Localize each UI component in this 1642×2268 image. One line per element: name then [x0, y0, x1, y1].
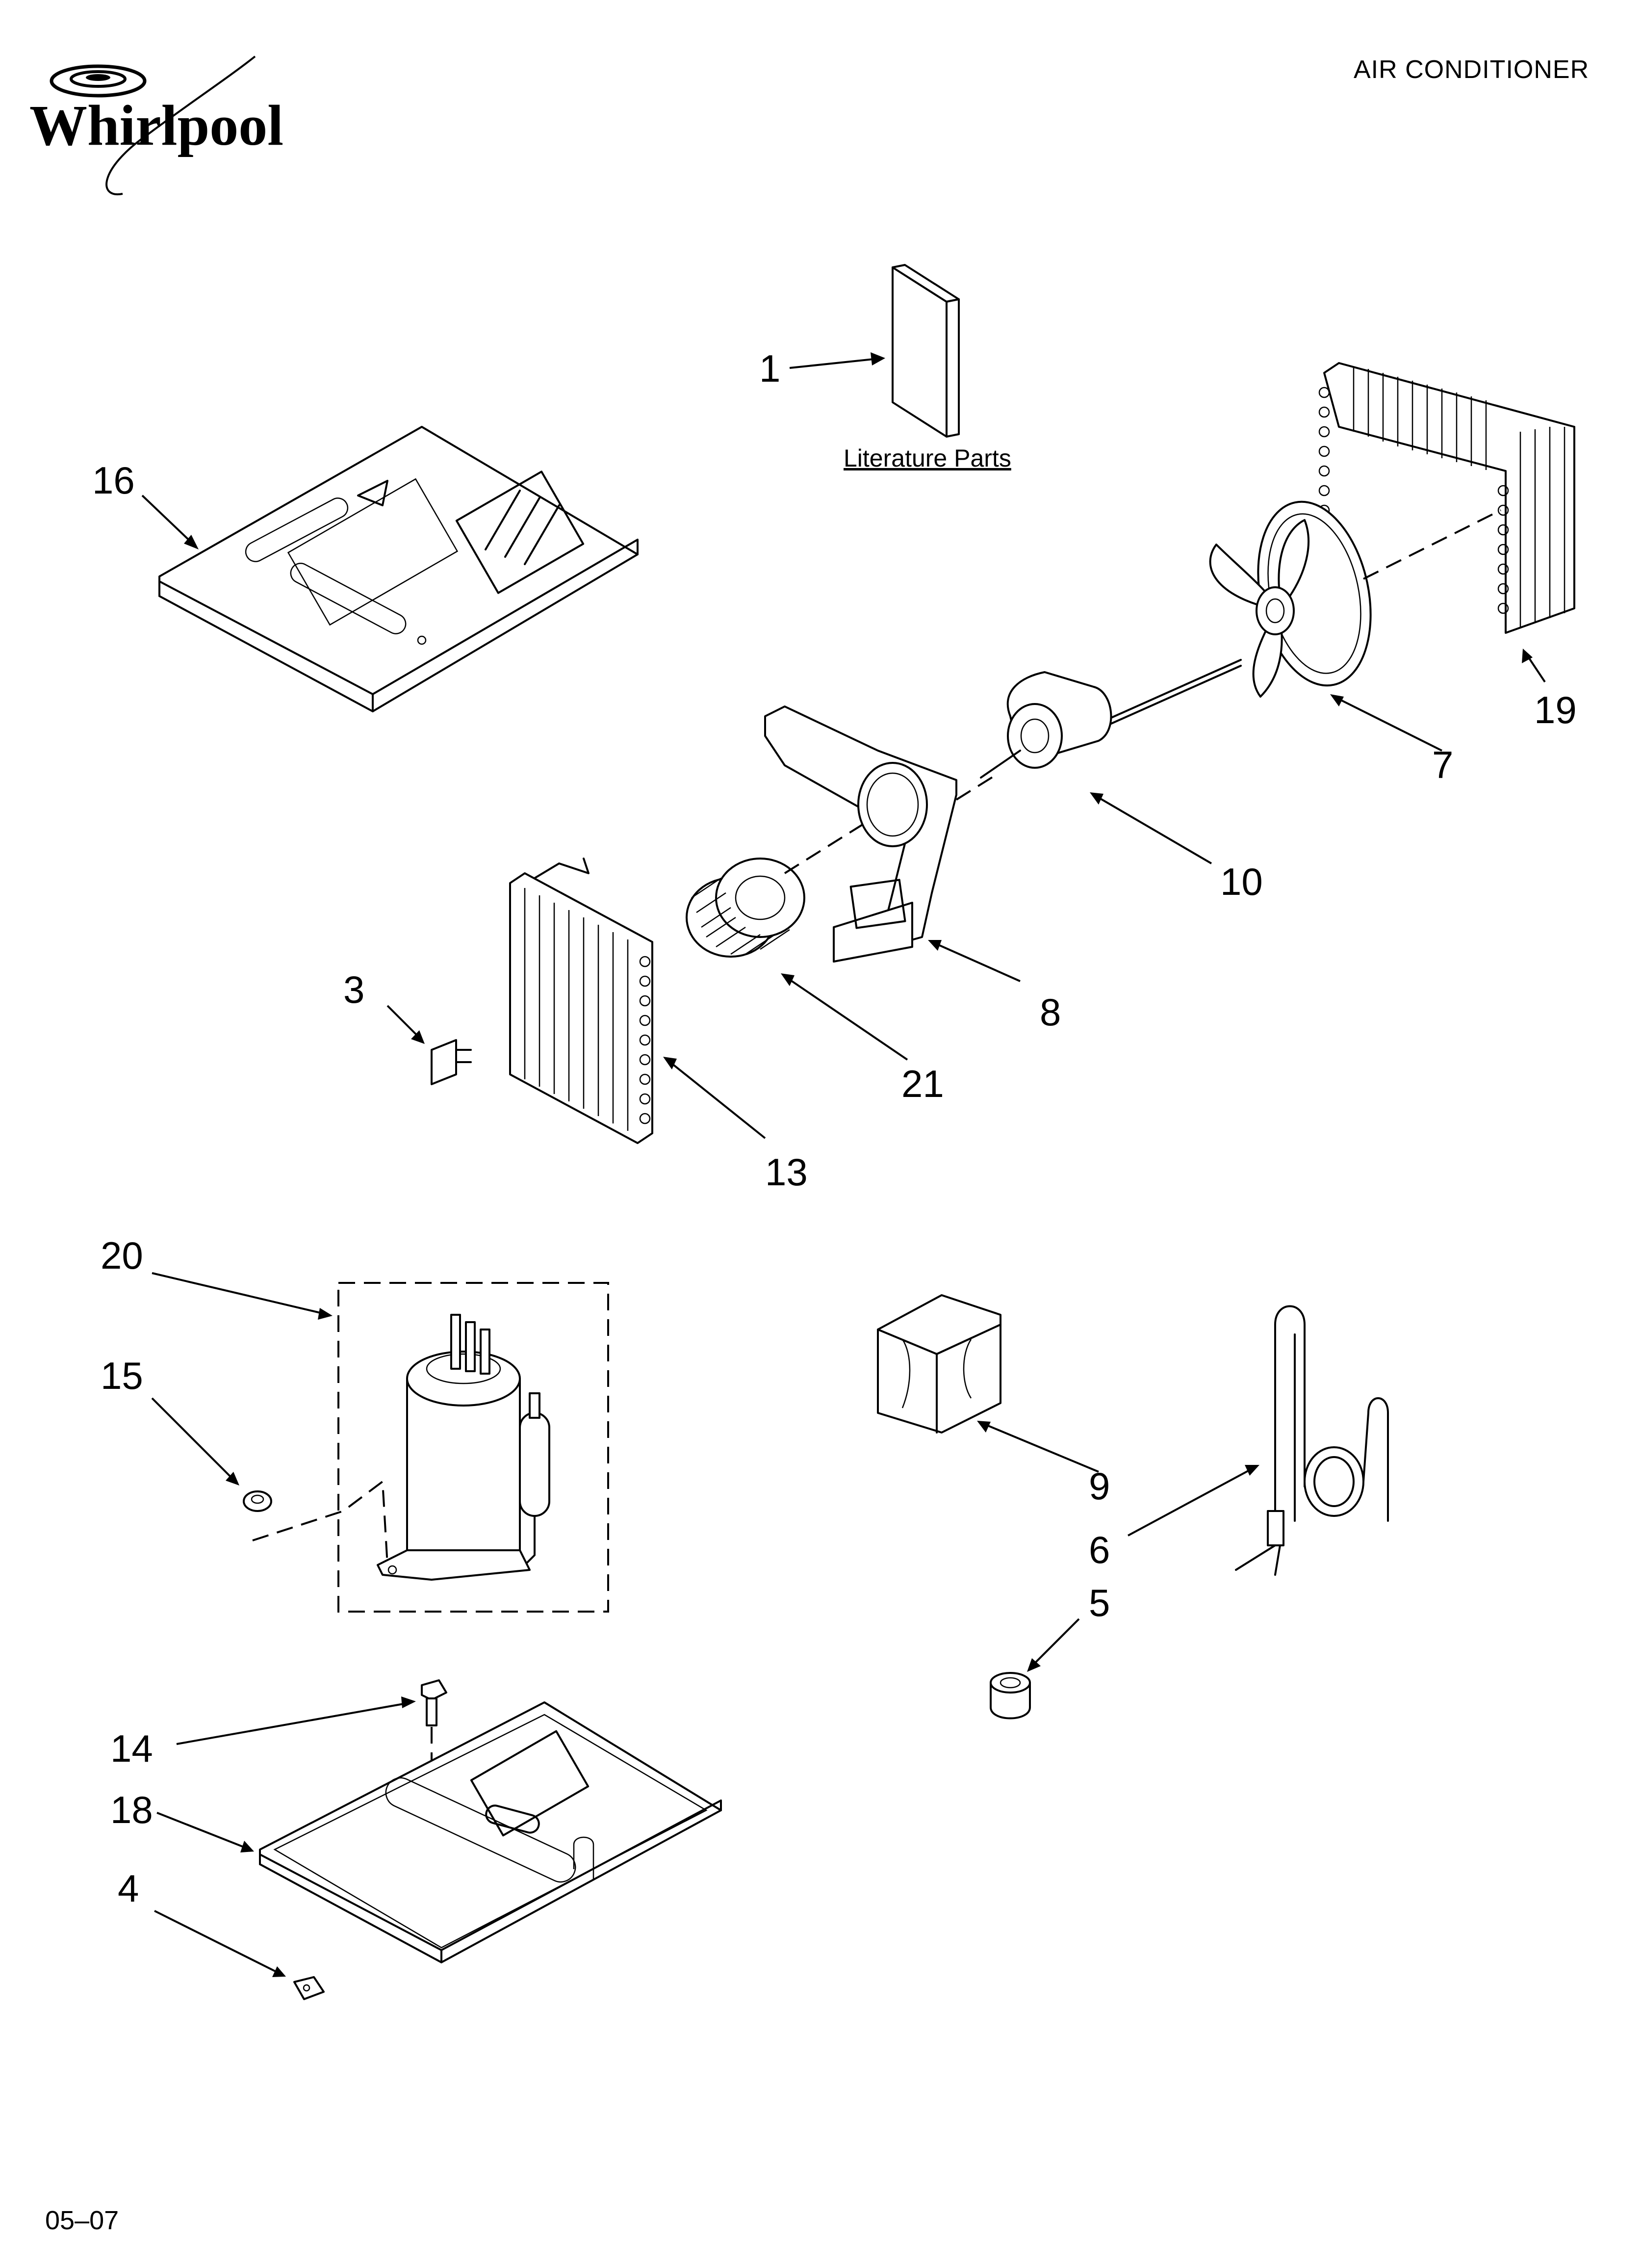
- leader-6: [1128, 1466, 1256, 1537]
- arrow-20: [318, 1308, 333, 1320]
- leader-8: [931, 941, 1021, 982]
- leader-16: [141, 495, 195, 546]
- page-title: AIR CONDITIONER: [1354, 55, 1590, 84]
- leader-20: [152, 1272, 329, 1316]
- callout-9: 9: [1089, 1464, 1110, 1508]
- thermostat-clip-part: [431, 1039, 472, 1085]
- condenser-coil-part: [1318, 362, 1575, 634]
- arrow-16: [184, 535, 199, 549]
- fan-motor-part: [980, 659, 1242, 779]
- blower-wheel-part: [686, 858, 805, 958]
- insulation-block-part: [877, 1294, 1001, 1434]
- ground-clip-part: [293, 1976, 325, 2000]
- condenser-fan-blade-part: [1209, 500, 1372, 698]
- callout-10: 10: [1220, 860, 1263, 903]
- literature-booklet-part: [892, 264, 960, 438]
- arrow-18: [240, 1841, 254, 1852]
- top-cover-panel-part: [158, 426, 639, 712]
- arrow-6: [1245, 1465, 1259, 1476]
- dash-21-8: [784, 823, 864, 874]
- dash-15-20: [252, 1480, 388, 1565]
- arrow-8: [928, 940, 942, 951]
- capillary-tube-part: [1235, 1305, 1389, 1576]
- leader-10: [1093, 794, 1212, 864]
- arrow-5: [1027, 1658, 1041, 1672]
- bushing-part: [990, 1672, 1031, 1720]
- logo-wordmark: Whirlpool: [29, 93, 283, 157]
- arrow-13: [663, 1057, 677, 1069]
- dash-7-19: [1363, 509, 1501, 580]
- screw-part: [421, 1679, 447, 1879]
- grommet-part: [243, 1490, 272, 1512]
- arrow-15: [226, 1472, 239, 1486]
- whirlpool-logo: Whirlpool: [25, 47, 338, 204]
- leader-21: [784, 975, 908, 1061]
- callout-1: 1: [759, 347, 781, 390]
- base-pan-part: [259, 1701, 722, 1963]
- date-code: 05–07: [45, 2206, 119, 2235]
- arrow-3: [411, 1030, 425, 1044]
- leader-14: [176, 1701, 412, 1745]
- arrow-9: [977, 1421, 991, 1433]
- leader-1: [789, 357, 883, 369]
- blower-bracket-part: [764, 705, 957, 963]
- leader-4: [154, 1910, 282, 1976]
- leader-5: [1029, 1618, 1080, 1669]
- callout-7: 7: [1432, 743, 1454, 786]
- leader-18: [156, 1812, 251, 1851]
- callout-13: 13: [765, 1150, 808, 1194]
- compressor-assembly-box: [337, 1282, 609, 1613]
- callout-4: 4: [118, 1867, 139, 1910]
- callout-3: 3: [343, 968, 365, 1011]
- leader-7: [1334, 696, 1442, 752]
- compressor-part: [377, 1314, 550, 1581]
- dash-8-10: [955, 774, 997, 801]
- callout-21: 21: [901, 1062, 944, 1105]
- arrow-7: [1330, 694, 1344, 706]
- leader-9: [980, 1422, 1099, 1473]
- callout-8: 8: [1040, 991, 1061, 1034]
- arrow-19: [1522, 649, 1533, 663]
- callout-19: 19: [1534, 688, 1577, 731]
- arrow-4: [272, 1966, 286, 1977]
- leader-15: [151, 1397, 236, 1483]
- callout-6: 6: [1089, 1528, 1110, 1571]
- arrow-10: [1090, 792, 1103, 805]
- literature-parts-label: Literature Parts: [844, 444, 1011, 472]
- callout-14: 14: [110, 1727, 153, 1770]
- callout-20: 20: [101, 1234, 143, 1277]
- arrow-14: [401, 1696, 416, 1708]
- callout-15: 15: [101, 1354, 143, 1397]
- evaporator-coil-part: [509, 858, 653, 1144]
- leader-13: [666, 1059, 766, 1139]
- callout-5: 5: [1089, 1581, 1110, 1624]
- callout-18: 18: [110, 1788, 153, 1831]
- arrow-1: [871, 352, 885, 365]
- arrow-21: [781, 973, 795, 986]
- callout-16: 16: [92, 459, 135, 502]
